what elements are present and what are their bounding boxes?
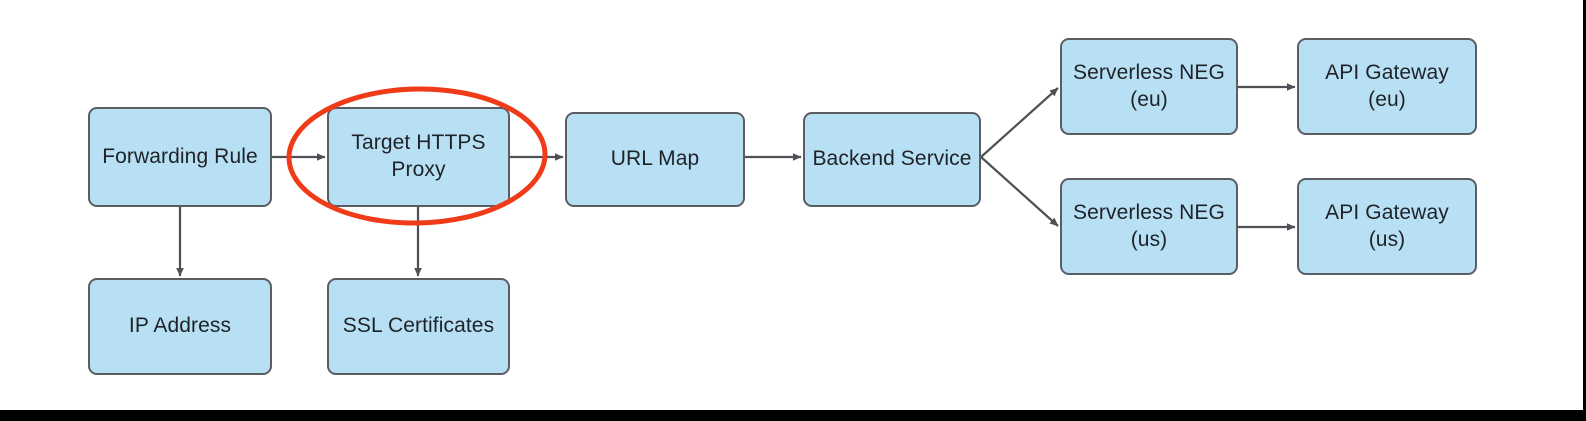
node-forwarding-rule[interactable]: Forwarding Rule — [88, 107, 272, 207]
node-label: API Gateway (us) — [1325, 200, 1449, 251]
node-label: URL Map — [610, 147, 700, 171]
node-serverless-neg-us[interactable]: Serverless NEG (us) — [1060, 178, 1238, 275]
node-serverless-neg-eu[interactable]: Serverless NEG (eu) — [1060, 38, 1238, 135]
node-backend-service[interactable]: Backend Service — [803, 112, 981, 207]
node-label: Target HTTPS Proxy — [351, 131, 486, 181]
node-ip-address[interactable]: IP Address — [88, 278, 272, 375]
edge-backend-service-to-serverless-neg-eu — [980, 87, 1059, 158]
node-label: Forwarding Rule — [102, 144, 258, 168]
node-label: Backend Service — [812, 147, 972, 171]
node-label: IP Address — [128, 314, 232, 338]
node-api-gateway-eu[interactable]: API Gateway (eu) — [1297, 38, 1477, 135]
node-api-gateway-us[interactable]: API Gateway (us) — [1297, 178, 1477, 275]
node-url-map[interactable]: URL Map — [565, 112, 745, 207]
canvas-bottom-border — [0, 410, 1586, 421]
node-label: SSL Certificates — [342, 314, 495, 338]
node-ssl-certificates[interactable]: SSL Certificates — [327, 278, 510, 375]
node-label: Serverless NEG (us) — [1073, 200, 1225, 251]
node-label: API Gateway (eu) — [1325, 60, 1449, 111]
node-target-https-proxy[interactable]: Target HTTPS Proxy — [327, 107, 510, 207]
canvas-right-border — [1583, 0, 1586, 421]
edge-backend-service-to-serverless-neg-us — [980, 156, 1059, 227]
node-label: Serverless NEG (eu) — [1073, 60, 1225, 111]
